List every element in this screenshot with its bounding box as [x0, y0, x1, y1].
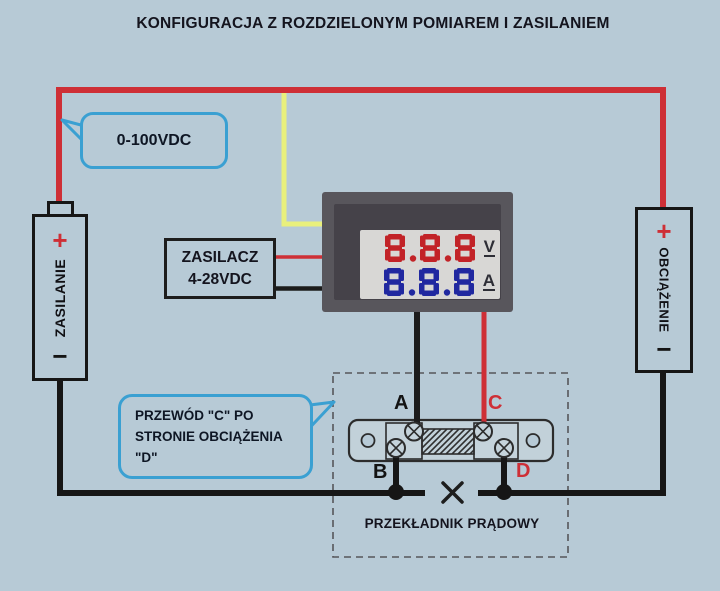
amp-unit-label: A	[482, 270, 495, 292]
volt-unit-label: V	[483, 236, 495, 258]
meter-display: V A	[360, 230, 500, 299]
terminal-label-b: B	[373, 461, 388, 483]
battery-label: ZASILANIE	[52, 258, 68, 337]
terminal-label-a: A	[394, 392, 409, 414]
positive-rail-wire	[56, 87, 666, 209]
page-title: KONFIGURACJA Z ROZDZIELONYM POMIAREM I Z…	[136, 15, 610, 32]
battery-plus-sign: +	[52, 225, 68, 255]
negative-wire-left	[57, 378, 425, 496]
junction-dot-b	[388, 484, 404, 500]
screw-b	[386, 438, 406, 458]
voltage-sense-wire	[281, 88, 322, 227]
shunt-section-dashed-box	[332, 372, 569, 558]
terminal-label-d: D	[516, 460, 531, 482]
power-supply-box: ZASILACZ 4-28VDC	[164, 238, 276, 299]
voltage-range-bubble: 0-100VDC	[80, 112, 228, 169]
screw-a	[404, 421, 424, 442]
volt-readout-row: V	[360, 231, 500, 265]
load-label: OBCIĄŻENIE	[656, 247, 672, 333]
power-supply-range: 4-28VDC	[188, 270, 252, 288]
shunt-mount-hole-right	[525, 433, 541, 448]
junction-dot-d	[496, 484, 512, 500]
wire-note-line-1: PRZEWÓD "C" PO	[135, 408, 254, 423]
voltage-range-label: 0-100VDC	[116, 131, 192, 149]
power-supply-name: ZASILACZ	[181, 248, 259, 266]
shunt-caption: PRZEKŁADNIK PRĄDOWY	[364, 516, 540, 531]
wire-note-line-2: STRONIE OBCIĄŻENIA	[135, 428, 283, 444]
shunt-mount-hole-left	[360, 433, 376, 448]
terminal-label-c: C	[488, 392, 503, 414]
cut-mark-icon	[441, 481, 464, 504]
shunt-resistive-element	[421, 428, 475, 455]
screw-d	[494, 438, 514, 458]
volt-seven-segment-display	[384, 233, 475, 262]
battery-source: + ZASILANIE −	[32, 214, 88, 381]
meter-bezel: V A	[334, 204, 501, 300]
load-plus-sign: +	[656, 216, 672, 246]
load-box: + OBCIĄŻENIE −	[635, 207, 693, 373]
shunt-resistor	[347, 418, 555, 463]
wire-note-bubble: PRZEWÓD "C" PO STRONIE OBCIĄŻENIA "D"	[118, 394, 313, 479]
amp-seven-segment-display	[383, 267, 474, 296]
load-minus-sign: −	[656, 334, 672, 364]
wire-note-line-3: "D"	[135, 449, 158, 465]
shunt-screws	[386, 421, 514, 458]
screw-c	[473, 421, 493, 442]
amp-readout-row: A	[360, 265, 500, 299]
battery-minus-sign: −	[52, 341, 68, 371]
panel-meter: V A	[322, 192, 513, 312]
negative-wire-right	[478, 371, 666, 496]
